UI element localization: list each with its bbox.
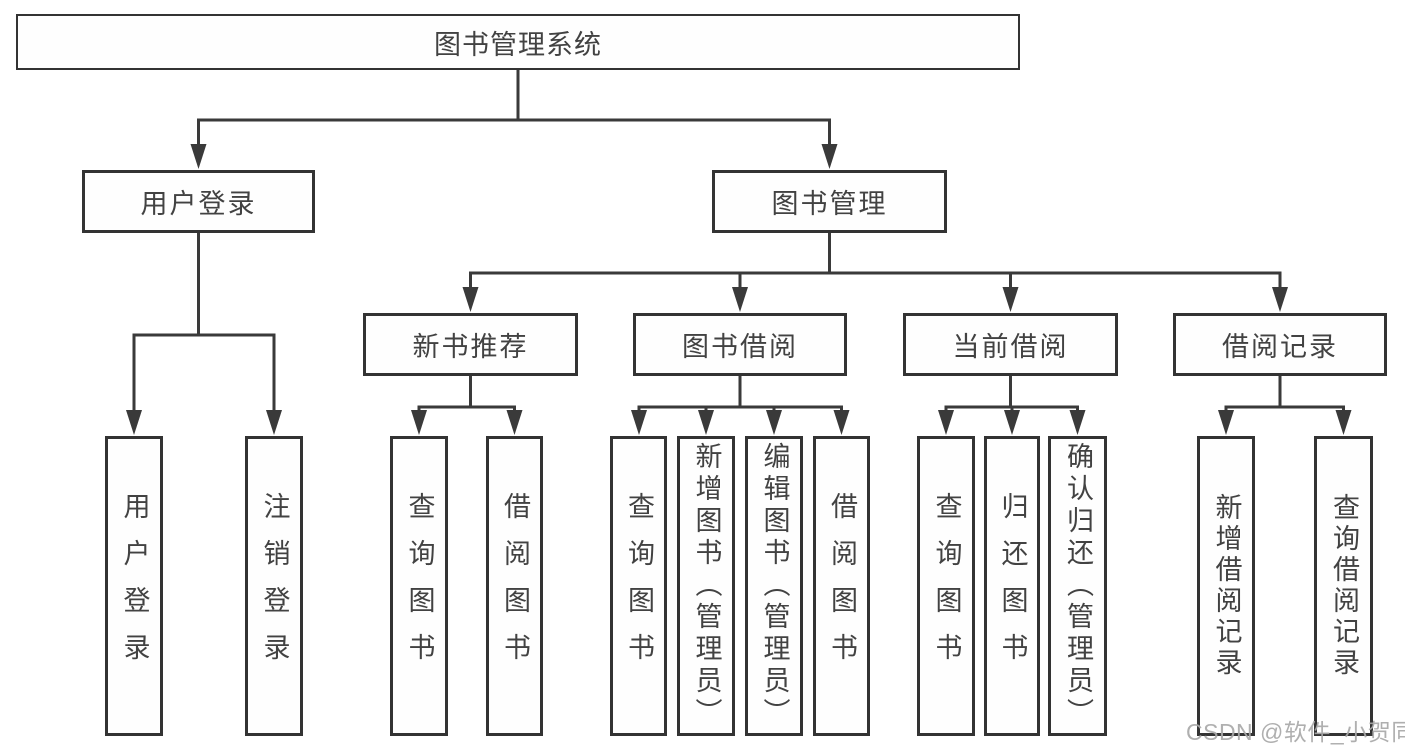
node-new-book-recommend-label: 新书推荐 xyxy=(412,332,529,362)
leaf-query-books-1: 查询图书 xyxy=(390,436,448,736)
node-book-borrow: 图书借阅 xyxy=(633,313,847,376)
leaf-logout-label: 注销登录 xyxy=(259,492,290,680)
leaf-edit-books-admin: 编辑图书（管理员） xyxy=(745,436,803,736)
leaf-confirm-return-admin: 确认归还（管理员） xyxy=(1048,436,1107,736)
node-borrow-records: 借阅记录 xyxy=(1173,313,1387,376)
leaf-user-login-label: 用户登录 xyxy=(119,492,150,680)
leaf-return-books-label: 归还图书 xyxy=(997,492,1028,680)
leaf-user-login: 用户登录 xyxy=(105,436,163,736)
leaf-add-borrow-record: 新增借阅记录 xyxy=(1197,436,1255,736)
leaf-query-books-3-label: 查询图书 xyxy=(931,492,962,680)
node-borrow-records-label: 借阅记录 xyxy=(1222,332,1338,362)
node-current-borrow-label: 当前借阅 xyxy=(952,332,1069,362)
node-new-book-recommend: 新书推荐 xyxy=(363,313,578,376)
node-user-login-label: 用户登录 xyxy=(140,189,257,219)
node-root-label: 图书管理系统 xyxy=(434,29,602,60)
leaf-return-books: 归还图书 xyxy=(984,436,1040,736)
node-user-login: 用户登录 xyxy=(82,170,315,233)
csdn-watermark: CSDN @软件_小贺同学 xyxy=(1186,719,1405,745)
leaf-confirm-return-admin-label: 确认归还（管理员） xyxy=(1063,442,1093,730)
leaf-edit-books-admin-label: 编辑图书（管理员） xyxy=(759,442,790,730)
leaf-query-books-2: 查询图书 xyxy=(610,436,667,736)
leaf-query-books-2-label: 查询图书 xyxy=(624,492,654,680)
leaf-borrow-books-1: 借阅图书 xyxy=(486,436,543,736)
leaf-query-books-3: 查询图书 xyxy=(917,436,975,736)
leaf-query-borrow-record: 查询借阅记录 xyxy=(1314,436,1373,736)
node-book-management: 图书管理 xyxy=(712,170,947,233)
leaf-query-books-1-label: 查询图书 xyxy=(404,492,435,680)
leaf-add-books-admin-label: 新增图书（管理员） xyxy=(691,442,722,730)
leaf-add-borrow-record-label: 新增借阅记录 xyxy=(1211,493,1242,679)
leaf-query-borrow-record-label: 查询借阅记录 xyxy=(1329,493,1359,679)
node-root: 图书管理系统 xyxy=(16,14,1020,70)
leaf-add-books-admin: 新增图书（管理员） xyxy=(677,436,735,736)
leaf-borrow-books-2-label: 借阅图书 xyxy=(827,492,857,680)
node-current-borrow: 当前借阅 xyxy=(903,313,1118,376)
leaf-borrow-books-2: 借阅图书 xyxy=(813,436,870,736)
leaf-logout: 注销登录 xyxy=(245,436,303,736)
leaf-borrow-books-1-label: 借阅图书 xyxy=(500,492,530,680)
node-book-borrow-label: 图书借阅 xyxy=(682,332,798,362)
node-book-management-label: 图书管理 xyxy=(771,189,888,219)
